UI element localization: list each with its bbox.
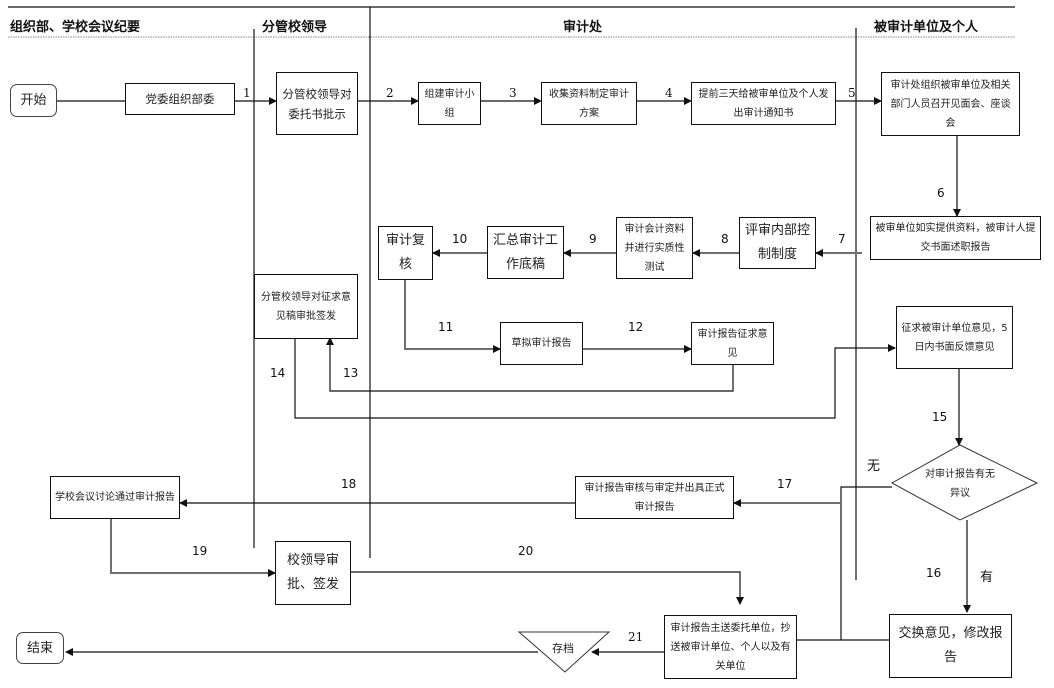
edge-label-15: 15	[932, 410, 948, 424]
summarize-draft-node[interactable]: 汇总审计工作底稿	[487, 226, 564, 279]
edge-no-branch	[840, 486, 892, 640]
edge-label-17: 17	[777, 477, 793, 491]
edge-label-1: 1	[243, 86, 251, 100]
leader-approve-commission-node[interactable]: 分管校领导对委托书批示	[276, 72, 358, 135]
edge-label-12: 12	[628, 320, 644, 334]
edge-19	[110, 519, 276, 577]
edge-label-20: 20	[518, 544, 534, 558]
edge-14	[294, 339, 895, 419]
party-committee-node[interactable]: 党委组织部委	[125, 83, 235, 115]
edge-label-3: 3	[509, 86, 517, 100]
branch-label-no: 无	[867, 459, 881, 474]
form-team-node[interactable]: 组建审计小组	[418, 82, 481, 125]
edge-label-5: 5	[848, 86, 856, 100]
end-node[interactable]: 结束	[16, 632, 64, 664]
branch-label-yes: 有	[980, 570, 994, 585]
evaluate-control-node[interactable]: 评审内部控制制度	[739, 217, 816, 269]
collect-plan-node[interactable]: 收集资料制定审计方案	[541, 82, 637, 125]
leader-sign-draft-node[interactable]: 分管校领导对征求意见稿审批签发	[254, 274, 358, 339]
edge-label-19: 19	[192, 544, 208, 558]
edge-20	[351, 571, 744, 605]
decision-diamond	[890, 444, 1039, 521]
distribute-node[interactable]: 审计报告主送委托单位，抄送被审计单位、个人以及有关单位	[664, 615, 797, 679]
lane-title-org: 组织部、学校会议纪要	[10, 20, 141, 35]
edge-label-21: 21	[628, 630, 644, 644]
lane-title-auditee: 被审计单位及个人	[874, 20, 979, 35]
edge-label-2: 2	[386, 86, 394, 100]
edge-label-18: 18	[341, 477, 357, 491]
lane-title-leader: 分管校领导	[262, 20, 328, 35]
edge-label-8: 8	[721, 232, 729, 246]
edge-label-7: 7	[838, 232, 846, 246]
edge-label-14: 14	[270, 366, 286, 380]
decision-label: 对审计报告有无异议	[925, 469, 995, 499]
edge-label-6: 6	[937, 186, 945, 200]
edge-label-10: 10	[452, 232, 468, 246]
solicit-auditee-node[interactable]: 征求被审计单位意见，5日内书面反馈意见	[896, 306, 1013, 369]
school-meeting-node[interactable]: 学校会议讨论通过审计报告	[50, 476, 180, 519]
provide-materials-node[interactable]: 被审单位如实提供资料，被审计人提交书面述职报告	[870, 216, 1041, 260]
archive-label: 存档	[552, 642, 574, 655]
archive-triangle	[517, 631, 611, 673]
edge-13	[329, 339, 734, 392]
substantive-test-node[interactable]: 审计会计资料并进行实质性测试	[616, 217, 693, 279]
solicit-opinion-node[interactable]: 审计报告征求意见	[691, 322, 774, 365]
start-node[interactable]: 开始	[10, 84, 57, 117]
edge-11	[404, 280, 501, 353]
notify-node[interactable]: 提前三天给被审单位及个人发出审计通知书	[691, 82, 836, 125]
school-leader-sign-node[interactable]: 校领导审批、签发	[275, 541, 351, 605]
edge-label-9: 9	[589, 232, 597, 246]
formal-report-node[interactable]: 审计报告审核与审定并出具正式审计报告	[575, 476, 734, 519]
exchange-revise-node[interactable]: 交换意见，修改报告	[889, 614, 1012, 678]
edge-label-16: 16	[926, 566, 942, 580]
audit-review-node[interactable]: 审计复核	[378, 226, 433, 280]
draft-report-node[interactable]: 草拟审计报告	[500, 322, 583, 365]
lane-title-audit: 审计处	[563, 20, 603, 35]
edge-label-4: 4	[665, 86, 673, 100]
edge-label-13: 13	[343, 366, 359, 380]
meeting-node[interactable]: 审计处组织被审单位及相关部门人员召开见面会、座谈会	[881, 72, 1020, 136]
edge-label-11: 11	[438, 320, 454, 334]
